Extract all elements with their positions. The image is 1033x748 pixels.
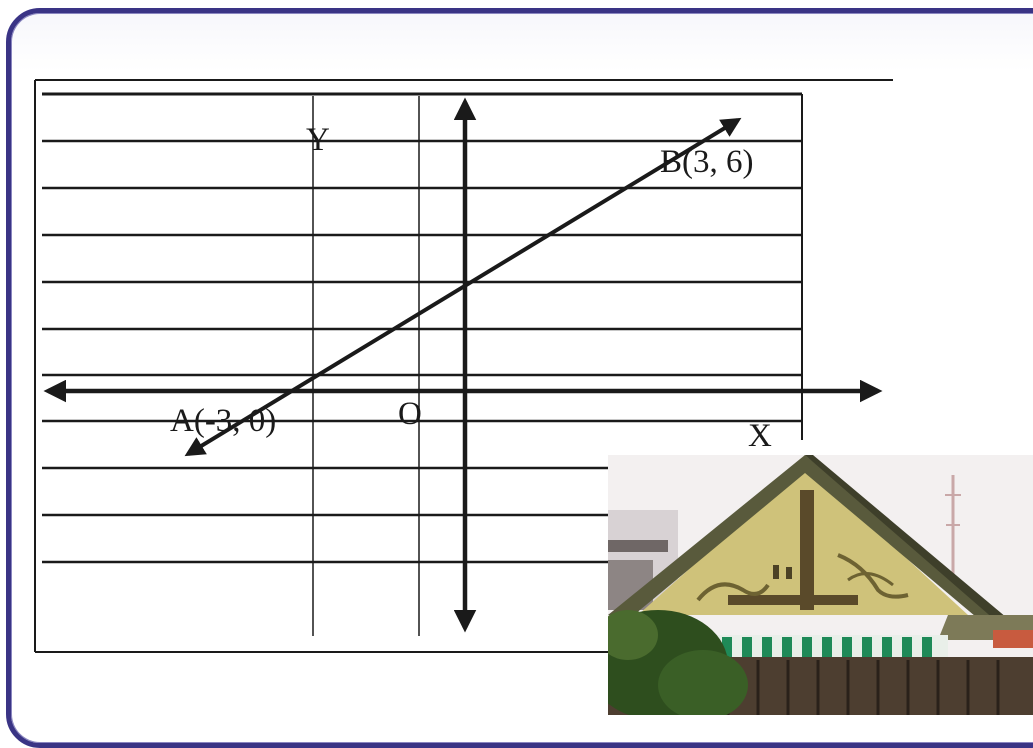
x-axis-label: X (748, 418, 772, 454)
house-photo (608, 455, 1033, 715)
point-b-label: B(3, 6) (660, 144, 754, 180)
point-a-label: A(-3, 0) (170, 403, 276, 439)
origin-label: O (398, 396, 422, 432)
line-ab (184, 117, 742, 457)
coordinate-diagram: Y B(3, 6) A(-3, 0) O X (34, 79, 893, 653)
vertical-grid-lines (312, 96, 420, 636)
y-axis-label: Y (306, 122, 330, 158)
